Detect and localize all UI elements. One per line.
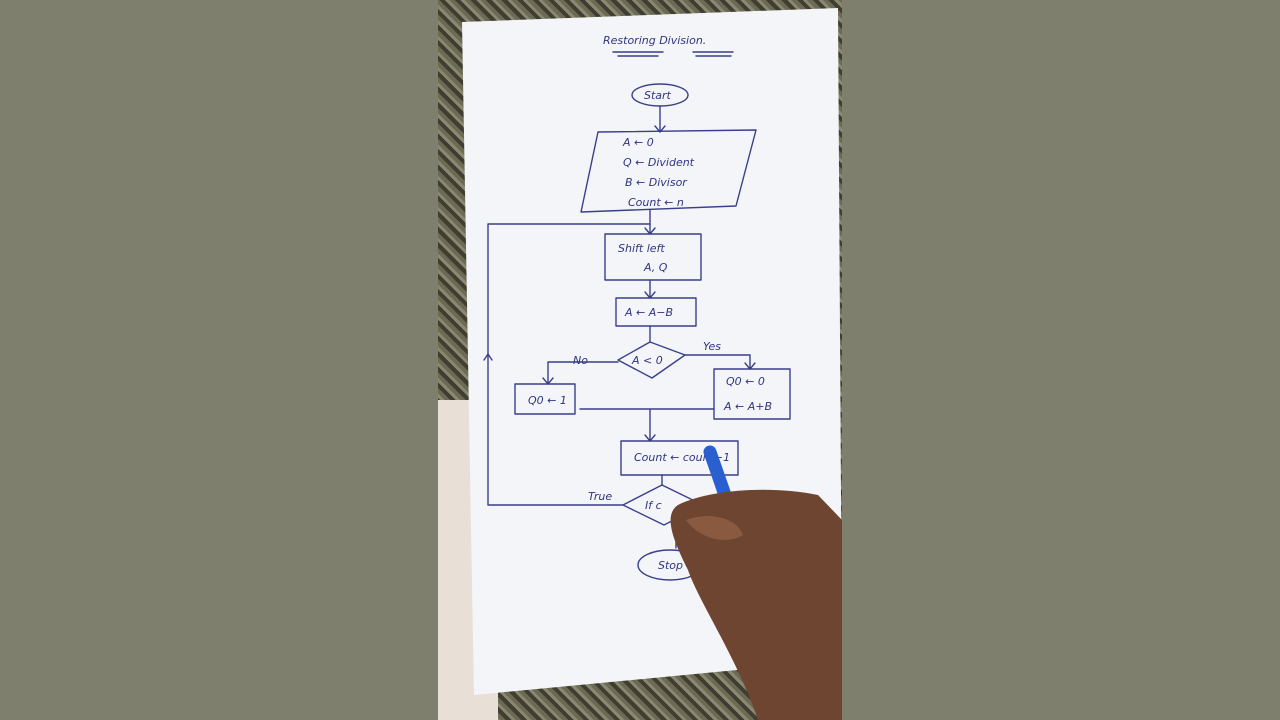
- shift-line: Shift left: [618, 242, 665, 255]
- init-line: B ← Divisor: [625, 176, 688, 189]
- restore-line: Q0 ← 0: [726, 375, 765, 388]
- loop-check-label: If c: [645, 499, 662, 512]
- flowchart-paper: Restoring Division. Start A ← 0 Q ← Divi…: [462, 8, 842, 720]
- hand: [670, 489, 842, 720]
- title-underline: [612, 51, 734, 57]
- set-q1-box: [514, 383, 576, 415]
- subtract-label: A ← A−B: [624, 306, 673, 319]
- init-line: Count ← n: [628, 196, 684, 209]
- diagram-title: Restoring Division.: [603, 34, 706, 47]
- init-parallelogram: [580, 129, 757, 213]
- set-q1-label: Q0 ← 1: [528, 394, 567, 407]
- restore-line: A ← A+B: [723, 400, 772, 413]
- subtract-box: [615, 297, 697, 327]
- start-label: Start: [644, 89, 672, 102]
- true-label: True: [588, 490, 612, 503]
- decision-label: A < 0: [631, 354, 663, 367]
- shift-box: [604, 233, 702, 281]
- shift-line: A, Q: [643, 261, 668, 274]
- init-line: A ← 0: [622, 136, 654, 149]
- restore-box: [713, 368, 791, 420]
- no-label: No: [573, 354, 588, 367]
- init-line: Q ← Divident: [623, 156, 695, 169]
- arrow: [654, 105, 666, 133]
- yes-label: Yes: [703, 340, 721, 353]
- finger: [686, 515, 743, 540]
- decrement-box: [620, 440, 739, 476]
- stop-label: Stop: [658, 559, 683, 572]
- photo: Restoring Division. Start A ← 0 Q ← Divi…: [438, 0, 842, 720]
- loop-back-arrow: [483, 223, 651, 506]
